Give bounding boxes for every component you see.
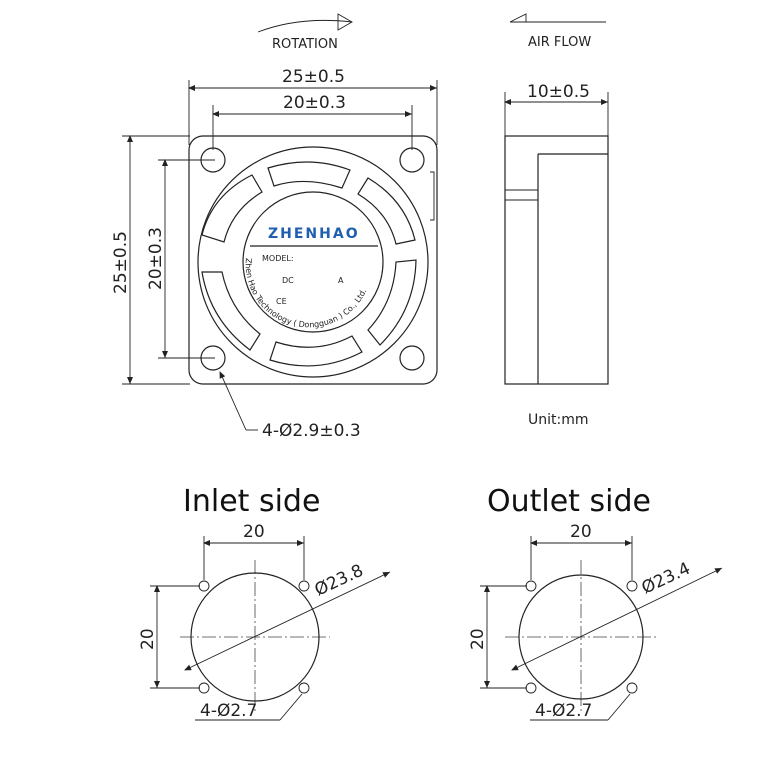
dim-hole-height: 20±0.3 (146, 159, 215, 359)
fan-blades (201, 161, 417, 367)
mount-hole-br (399, 345, 425, 371)
fan-frame (188, 135, 438, 385)
mount-hole-tr (399, 147, 425, 173)
unit-label: Unit:mm (528, 412, 589, 428)
rotation-label: ROTATION (272, 37, 338, 52)
mount-hole-tl (200, 147, 226, 173)
dim-outer-height: 25±0.5 (111, 135, 190, 385)
inlet-hole-tl (198, 580, 210, 592)
brand-logo-text: ZHENHAO (268, 226, 360, 242)
inlet-holes: 4-Ø2.7 (200, 701, 257, 721)
label-company: Zhen Hao Technology ( Dongguan ) Co., Lt… (244, 258, 369, 330)
side-view: AIR FLOW 10±0.5 Unit:mm (504, 13, 609, 428)
inlet-hole-tr (298, 580, 310, 592)
dim-hole-width-text: 20±0.3 (283, 93, 346, 113)
outlet-hole-br (626, 682, 638, 694)
dim-outer-width: 25±0.5 (188, 67, 438, 145)
outlet-hole-bl (525, 682, 537, 694)
fan-label: ZHENHAO MODEL: DC A CE Zhen Hao Technolo… (244, 226, 378, 329)
dim-hole-width: 20±0.3 (212, 93, 413, 150)
inlet-title: Inlet side (183, 484, 320, 519)
outlet-hole-tr (626, 580, 638, 592)
outlet-dim-width: 20 (570, 522, 592, 542)
fan-opening (197, 146, 429, 378)
outlet-hole-tl (525, 580, 537, 592)
inlet-view: Inlet side 20 20 Ø23.8 4-Ø2.7 (138, 484, 391, 721)
label-ce: CE (276, 297, 287, 306)
airflow-indicator: AIR FLOW (509, 13, 606, 50)
rotation-indicator: ROTATION (257, 13, 353, 52)
inlet-hole-br (298, 682, 310, 694)
outlet-dim-height: 20 (468, 628, 488, 650)
inlet-hole-bl (198, 682, 210, 694)
outlet-holes: 4-Ø2.7 (535, 701, 592, 721)
dim-outer-height-text: 25±0.5 (111, 231, 131, 294)
dim-hole-height-text: 20±0.3 (146, 227, 166, 290)
outlet-diameter: Ø23.4 (639, 559, 694, 599)
inlet-dim-width: 20 (243, 522, 265, 542)
outlet-title: Outlet side (487, 484, 651, 519)
fan-hub (242, 191, 384, 333)
label-model: MODEL: (262, 254, 294, 263)
mount-hole-bl (200, 345, 226, 371)
inlet-diameter: Ø23.8 (312, 561, 367, 601)
airflow-label: AIR FLOW (528, 35, 591, 50)
dim-depth: 10±0.5 (504, 82, 609, 140)
holes-callout-text: 4-Ø2.9±0.3 (262, 421, 361, 441)
dim-depth-text: 10±0.5 (527, 82, 590, 102)
dim-outer-width-text: 25±0.5 (282, 67, 345, 87)
wire-tab (430, 171, 435, 221)
holes-callout: 4-Ø2.9±0.3 (219, 371, 361, 441)
label-a: A (338, 276, 344, 285)
outlet-view: Outlet side 20 20 Ø23.4 4-Ø2.7 (468, 484, 723, 721)
inlet-dim-height: 20 (138, 628, 158, 650)
side-body (504, 135, 609, 385)
front-view: ROTATION 25±0.5 20±0.3 25±0.5 2 (111, 13, 438, 441)
label-dc: DC (282, 276, 294, 285)
